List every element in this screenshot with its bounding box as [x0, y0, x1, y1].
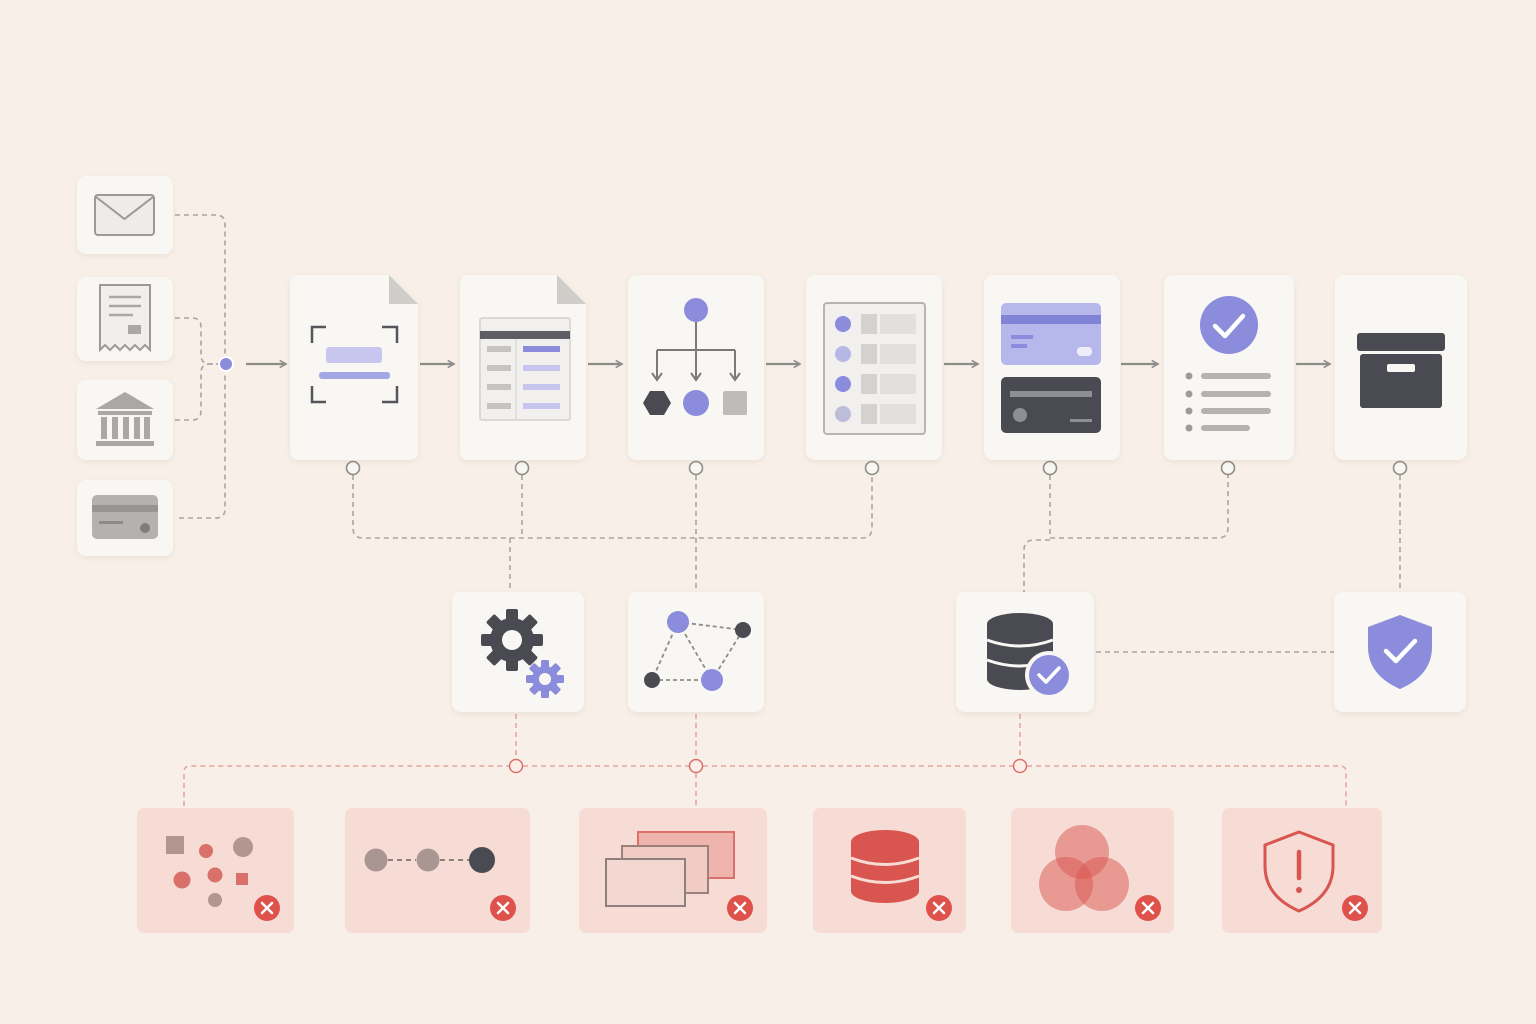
error-x-icon [924, 893, 954, 923]
card-matching-icon [1001, 303, 1101, 433]
failure-overlap[interactable] [1011, 808, 1174, 933]
error-x-icon [725, 893, 755, 923]
support-services [452, 592, 1466, 712]
service-database[interactable] [956, 592, 1094, 712]
failure-links [183, 714, 1347, 806]
step-approval[interactable] [1164, 275, 1294, 460]
field-list-icon [823, 302, 926, 435]
duplicate-documents-icon [605, 831, 735, 907]
step-scan[interactable] [290, 275, 418, 460]
error-x-icon [488, 893, 518, 923]
service-security[interactable] [1334, 592, 1466, 712]
document-scan-icon [310, 325, 399, 404]
overlap-conflict-icon [1039, 825, 1129, 911]
envelope-icon [94, 194, 155, 236]
failure-duplicates[interactable] [579, 808, 767, 933]
input-card[interactable] [77, 480, 173, 556]
input-receipt[interactable] [77, 277, 173, 361]
failure-modes [137, 808, 1382, 933]
database-verified-icon [986, 613, 1073, 699]
ports [345, 460, 1408, 476]
bank-icon [96, 392, 154, 446]
merge-node [218, 356, 234, 372]
input-merge-lines [175, 214, 226, 519]
receipt-icon [99, 284, 151, 353]
broken-chain-icon [364, 847, 495, 873]
failure-security[interactable] [1222, 808, 1382, 933]
input-bank[interactable] [77, 380, 173, 460]
failure-scattered-data[interactable] [137, 808, 294, 933]
connectors [175, 214, 1408, 806]
error-x-icon [252, 893, 282, 923]
service-links [352, 475, 1401, 653]
shield-alert-icon [1263, 830, 1335, 913]
failure-database[interactable] [813, 808, 966, 933]
credit-card-icon [92, 495, 158, 539]
step-extraction[interactable] [460, 275, 586, 460]
graph-network-icon [644, 611, 751, 691]
failure-ports [508, 758, 1028, 774]
error-x-icon [1340, 893, 1370, 923]
pipeline-steps [290, 275, 1467, 460]
database-error-icon [850, 830, 920, 903]
step-classification[interactable] [628, 275, 764, 460]
failure-broken-chain[interactable] [345, 808, 530, 933]
scattered-data-icon [166, 836, 253, 907]
checklist-approval-icon [1185, 296, 1271, 432]
error-x-icon [1133, 893, 1163, 923]
gears-icon [481, 609, 564, 698]
step-archive[interactable] [1335, 275, 1467, 460]
service-graph[interactable] [628, 592, 764, 712]
input-email[interactable] [77, 176, 173, 254]
input-sources [77, 176, 173, 556]
step-fields[interactable] [806, 275, 942, 460]
document-extraction-icon [479, 317, 571, 421]
shield-check-icon [1368, 615, 1432, 689]
service-rules-engine[interactable] [452, 592, 584, 712]
archive-box-icon [1357, 333, 1445, 408]
hierarchy-classification-icon [643, 298, 747, 416]
step-matching[interactable] [984, 275, 1120, 460]
